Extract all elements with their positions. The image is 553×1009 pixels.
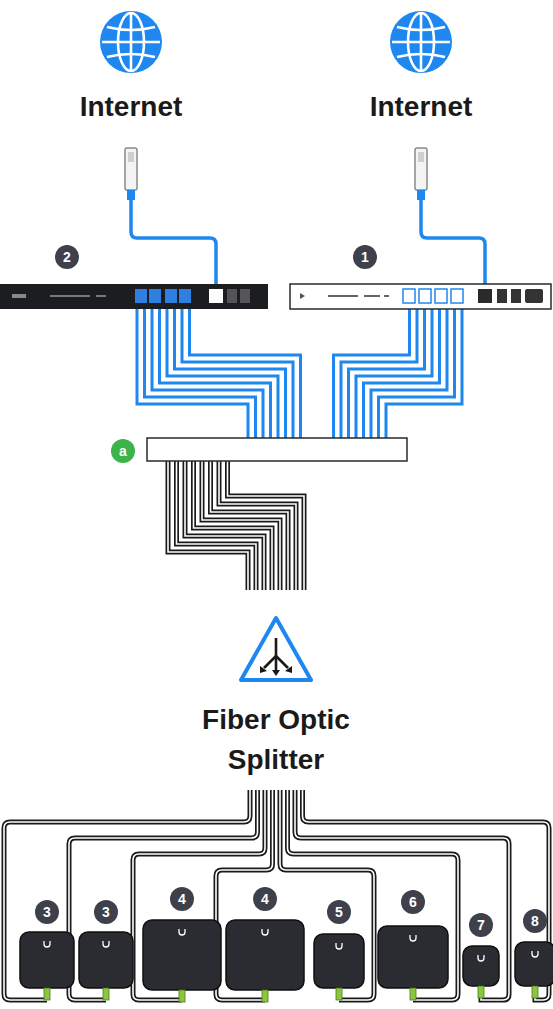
ont-device [314,934,364,1000]
ont-device [515,942,553,998]
ont-device [79,932,133,1000]
callout-number: 4 [253,887,277,911]
fiber-cable [228,448,305,590]
ont-device [378,926,448,1000]
patch-cable [334,303,410,447]
patch-cable [190,303,301,447]
ont-logo [532,951,538,957]
ont-body [20,932,74,988]
ont-body [143,920,221,990]
ont-logo [179,929,185,935]
drop-core [303,790,550,1000]
ont-connector [410,988,416,1000]
olt-device [0,284,268,309]
drop-cable [4,790,250,1000]
ont-body [314,934,364,988]
splitter-icon [241,618,311,680]
patch-panel [147,438,407,461]
fiber-core [202,448,280,590]
ont-logo [103,941,109,947]
ont-connector [532,986,538,998]
drop-core [4,790,250,1000]
ont-connector [478,986,484,998]
fiber-core [219,448,296,590]
callout-number: 1 [353,245,377,269]
callout-number: 8 [523,909,547,933]
globe-icon [100,11,162,73]
callout-number: 7 [469,913,493,937]
sfp-module [415,148,427,200]
ont-device [143,920,221,1002]
callout-number: 4 [170,887,194,911]
fiber-core [228,448,305,590]
patch-cable [167,303,278,447]
callout-letter: a [111,439,135,463]
patch-cable [341,303,417,447]
globe-icon [390,11,452,73]
patch-cable [356,303,432,447]
fiber-cable [211,448,289,590]
ont-logo [262,929,268,935]
internet-label: Internet [80,87,183,127]
ont-device [226,920,304,1002]
ont-connector [336,988,342,1000]
callout-number: 6 [401,890,425,914]
fiber-cable [202,448,280,590]
patch-cable [349,303,425,447]
ont-logo [44,941,50,947]
splitter-label: Fiber Optic Splitter [166,700,386,780]
ont-device [463,946,499,998]
uplink-cable [421,200,485,292]
ont-body [378,926,448,988]
olt-device [290,284,551,309]
ont-device [20,932,74,1000]
ont-body [79,932,133,988]
uplink-cable [131,200,216,292]
callout-number: 3 [94,900,118,924]
ont-connector [179,990,185,1002]
ont-logo [410,935,416,941]
sfp-module [125,148,137,200]
fiber-cable [219,448,296,590]
patch-cable [182,303,293,447]
ont-connector [44,988,50,1000]
ont-connector [262,990,268,1002]
ont-body [463,946,499,986]
ont-body [515,942,553,986]
ont-connector [103,988,109,1000]
drop-cable [303,790,550,1000]
callout-number: 2 [55,245,79,269]
fiber-core [211,448,289,590]
ont-logo [478,955,484,961]
internet-label: Internet [370,87,473,127]
patch-cable [175,303,286,447]
callout-number: 3 [35,900,59,924]
callout-number: 5 [327,900,351,924]
ont-logo [336,943,342,949]
ont-body [226,920,304,990]
